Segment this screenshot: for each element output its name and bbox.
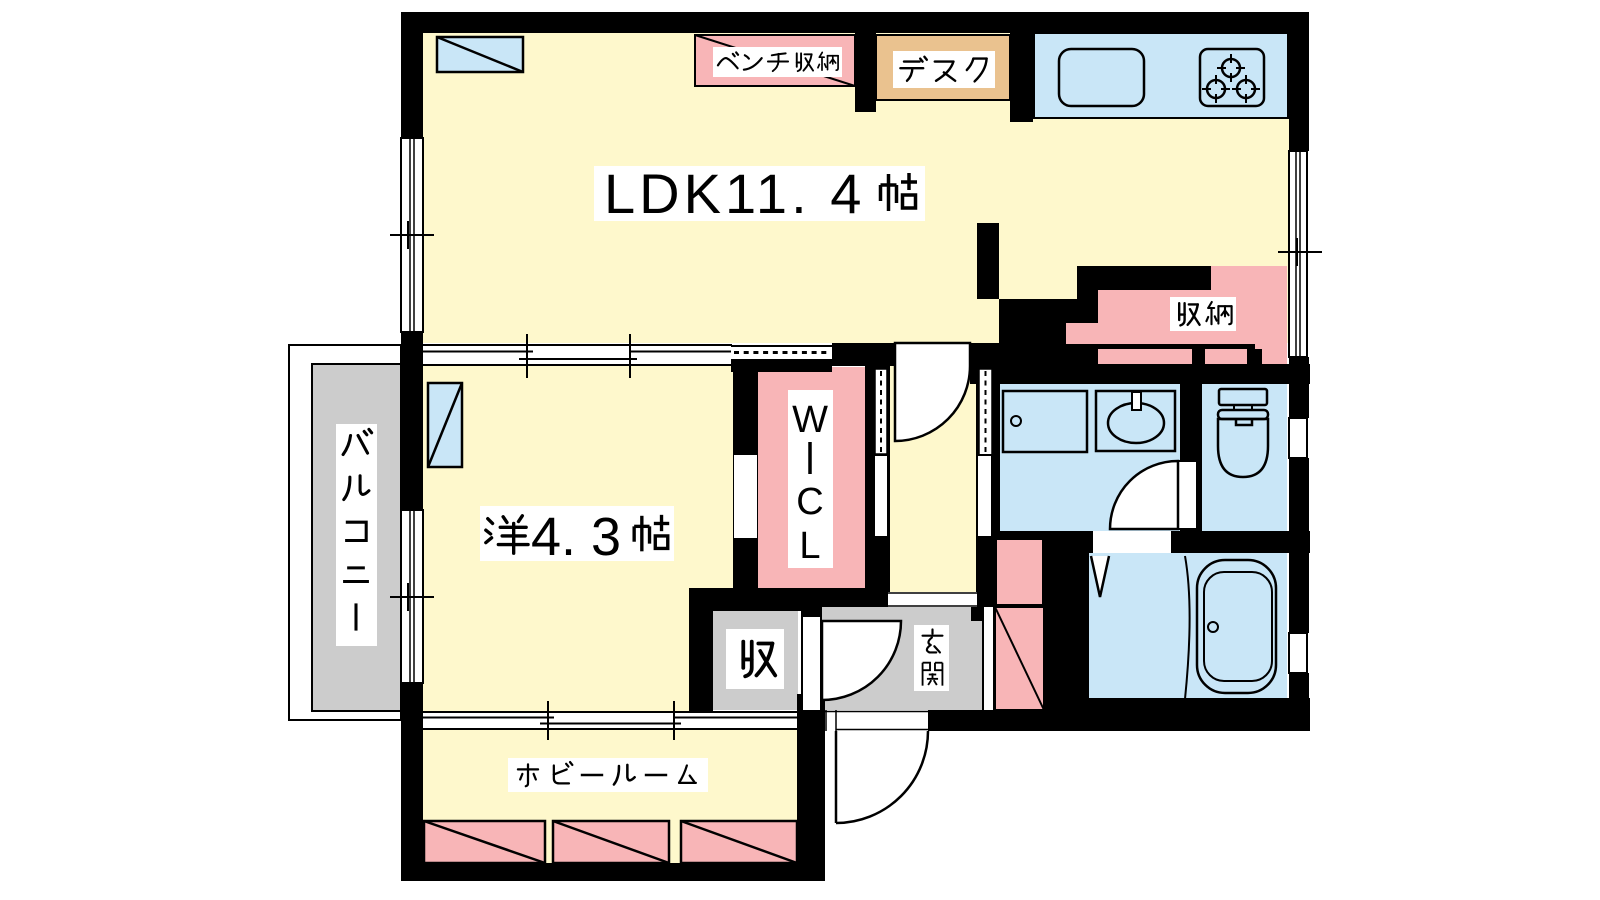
svg-text:4. 3: 4. 3	[531, 507, 621, 567]
svg-text:LDK11. 4: LDK11. 4	[604, 162, 865, 225]
svg-text:W: W	[792, 399, 828, 441]
svg-text:C: C	[796, 481, 823, 523]
svg-text:L: L	[799, 525, 820, 567]
